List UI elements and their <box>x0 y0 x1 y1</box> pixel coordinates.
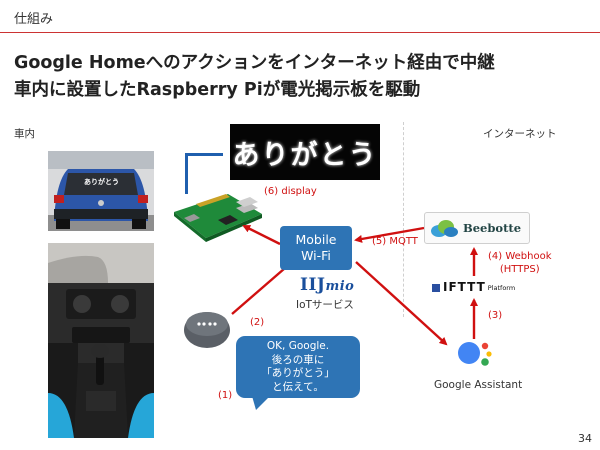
iot-service-label: IoTサービス <box>296 299 354 311</box>
page-number: 34 <box>578 432 592 445</box>
ifttt-logo: IFTTT Platform <box>432 280 515 294</box>
step-5-label: (5) MQTT <box>372 236 418 247</box>
callout-line-2: 後ろの車に <box>271 353 325 366</box>
arrow-wifi-to-pi <box>242 224 281 246</box>
car-rear-sticker: ありがとう <box>84 178 119 186</box>
car-rear-illustration <box>48 151 154 231</box>
step-4-line-2: (HTTPS) <box>499 264 540 275</box>
raspberry-pi-icon <box>174 194 262 242</box>
mobile-wifi-line-2: Wi-Fi <box>301 248 331 263</box>
step-6-label: (6) display <box>264 186 317 197</box>
arrow-wifi-to-assistant <box>355 261 448 346</box>
beebotte-logo: Beebotte <box>424 212 530 244</box>
step-1-label: (1) <box>218 390 233 401</box>
cloud-icon <box>431 220 458 237</box>
voice-command-callout: OK, Google. 後ろの車に 「ありがとう」 と伝えて。 <box>236 336 360 398</box>
car-region-label: 車内 <box>14 128 35 140</box>
ifttt-square-icon <box>432 284 440 292</box>
google-assistant-logo <box>456 337 496 371</box>
step-3-label: (3) <box>488 310 503 321</box>
callout-line-3: 「ありがとう」 <box>261 367 335 379</box>
raspberry-pi-board <box>166 188 266 244</box>
region-divider <box>403 122 404 317</box>
google-home-icon <box>184 312 230 348</box>
car-rear-photo: ありがとう <box>48 151 154 231</box>
car-interior-photo <box>48 243 154 438</box>
ifttt-platform-label: Platform <box>487 284 516 292</box>
callout-tail <box>252 396 270 410</box>
header-rule <box>0 32 600 33</box>
car-interior-illustration <box>48 243 154 438</box>
mobile-wifi-box: Mobile Wi-Fi <box>280 226 352 270</box>
google-assistant-label: Google Assistant <box>434 379 523 391</box>
step-4-line-1: (4) Webhook <box>488 251 552 262</box>
beebotte-label: Beebotte <box>463 221 522 235</box>
internet-region-label: インターネット <box>483 128 557 140</box>
iij-logo-sub: mio <box>325 279 355 294</box>
callout-line-1: OK, Google. <box>266 340 330 352</box>
google-home-device <box>182 304 232 350</box>
iijmio-logo: IIJmio <box>300 275 354 295</box>
step-4-label: (4) Webhook (HTTPS) <box>488 250 552 276</box>
arrow-home-to-wifi <box>231 260 294 315</box>
ifttt-label: IFTTT <box>443 280 486 294</box>
title-line-2: 車内に設置したRaspberry Piが電光掲示板を駆動 <box>14 80 421 100</box>
sign-connector-line-vertical <box>185 153 188 194</box>
iij-logo-main: IIJ <box>300 275 326 295</box>
sign-connector-line <box>185 153 223 156</box>
mobile-wifi-line-1: Mobile <box>295 232 337 247</box>
arrow-beebotte-to-wifi <box>354 226 425 243</box>
section-label: 仕組み <box>14 12 54 27</box>
led-sign-display: ありがとう <box>230 124 380 180</box>
title-line-1: Google Homeへのアクションをインターネット経由で中継 <box>14 53 495 73</box>
step-2-label: (2) <box>250 317 265 328</box>
slide-title: Google Homeへのアクションをインターネット経由で中継 車内に設置したR… <box>14 50 594 104</box>
callout-line-4: と伝えて。 <box>272 380 324 393</box>
google-assistant-icon <box>458 342 492 366</box>
